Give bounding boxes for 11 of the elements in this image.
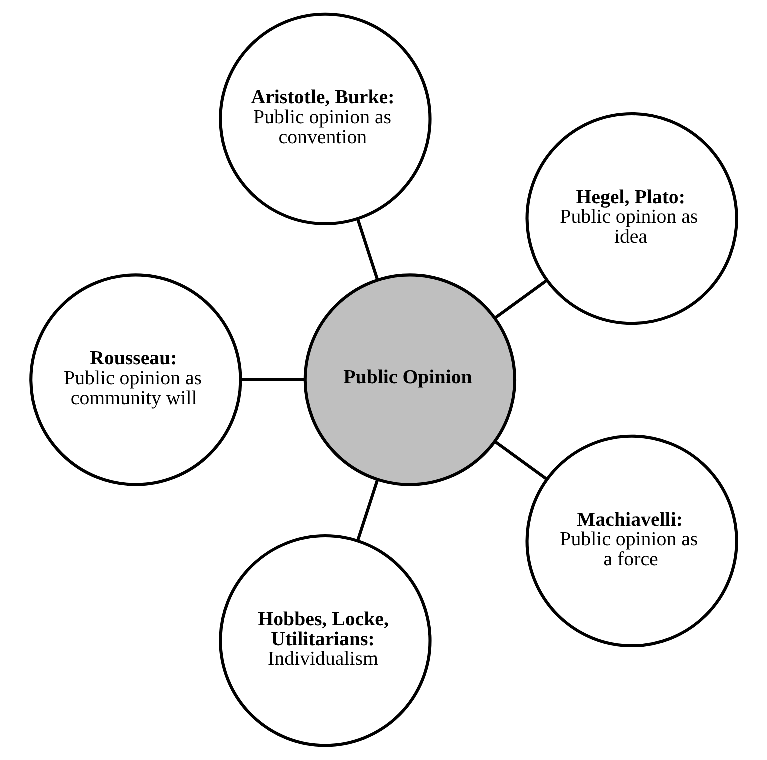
- node-circle: Aristotle, Burke: Public opinion as convention: [218, 12, 432, 226]
- node-circle: Hegel, Plato: Public opinion as idea: [525, 112, 738, 326]
- connector: [356, 480, 379, 542]
- connector: [240, 378, 305, 382]
- connector: [494, 440, 548, 480]
- node-circle: Hobbes, Locke, Utilitarians: Individualism: [218, 534, 432, 748]
- node-circle: Machiavelli: Public opinion as a force: [525, 434, 738, 648]
- node-circle: Public Opinion: [303, 274, 516, 486]
- node-circle: Rousseau: Public opinion as community will: [29, 274, 242, 486]
- connector: [494, 280, 548, 320]
- connector: [356, 218, 379, 280]
